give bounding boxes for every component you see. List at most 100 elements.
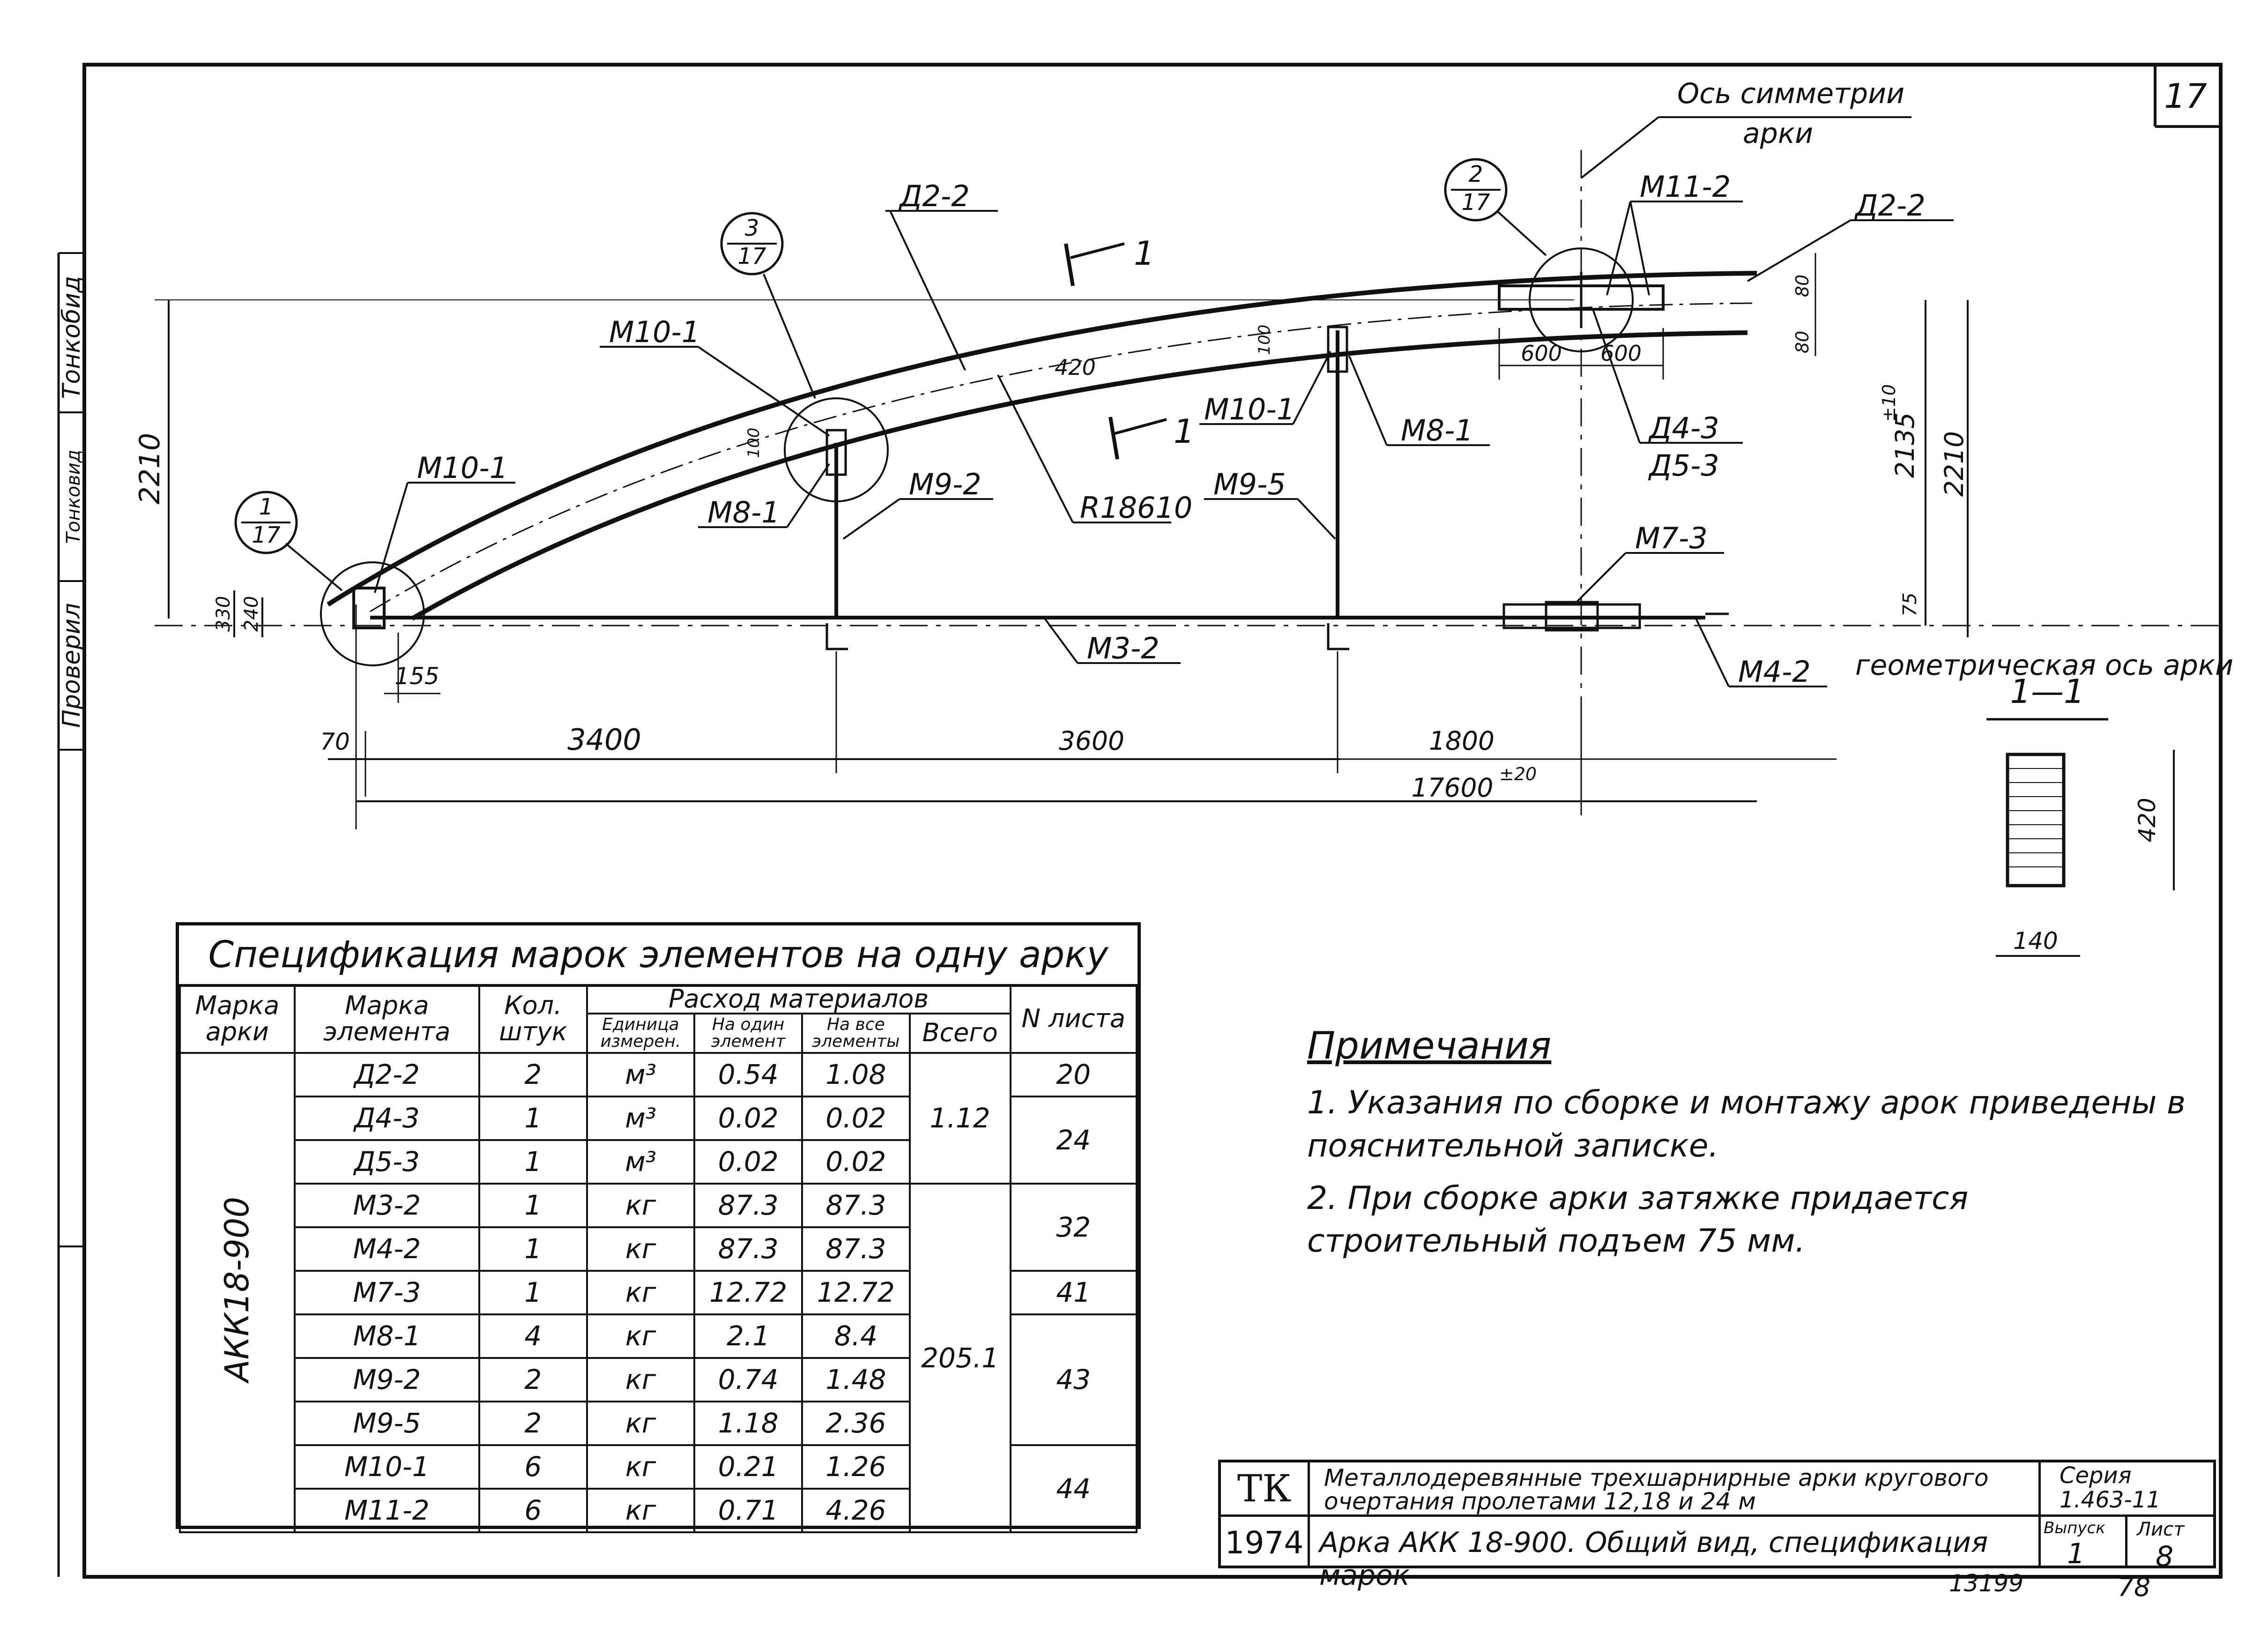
cell-sheet: 41	[1009, 1269, 1138, 1315]
cell-mark: М4-2	[293, 1226, 481, 1272]
dim-80a: 80	[1792, 275, 1813, 297]
year-cell: 1974	[1221, 1517, 1310, 1568]
section-mark-top: 1	[1064, 234, 1155, 286]
label-m10-1-a: М10-1	[609, 315, 700, 349]
cell-all: 1.26	[801, 1444, 911, 1490]
dim-3600: 3600	[1059, 726, 1124, 756]
cell-mark: Д4-3	[293, 1095, 481, 1141]
cell-one: 0.71	[693, 1487, 803, 1533]
cell-mark: М11-2	[293, 1487, 481, 1533]
cell-unit: кг	[586, 1269, 696, 1315]
dim-75: 75	[1899, 593, 1921, 617]
cell-mark: М3-2	[293, 1182, 481, 1228]
cell-unit: м³	[586, 1139, 696, 1185]
dim-17600-tol: ±20	[1499, 764, 1537, 784]
label-m7-3: М7-3	[1635, 521, 1708, 555]
cell-mark: Д2-2	[293, 1052, 481, 1097]
note-1: 1. Указания по сборке и монтажу арок при…	[1307, 1084, 2186, 1164]
detail-circle-1	[320, 561, 425, 666]
side-name1: Тонковид	[63, 450, 84, 544]
section-title: 1—1	[2010, 672, 2084, 711]
notes: Примечания 1. Указания по сборке и монта…	[1307, 1024, 2197, 1272]
label-d5-3: Д5-3	[1648, 448, 1719, 483]
notes-heading: Примечания	[1307, 1024, 1552, 1067]
cell-sheet: 24	[1009, 1095, 1138, 1185]
title-block: ТК 1974 Металлодеревянные трехшарнирные …	[1218, 1460, 2216, 1592]
cell-all: 2.36	[801, 1400, 911, 1446]
cell-qty: 1	[478, 1139, 588, 1185]
cell-unit: кг	[586, 1182, 696, 1228]
cell-all: 4.26	[801, 1487, 911, 1533]
cell-sheet: 20	[1009, 1052, 1138, 1097]
callout-3-17: 3 17	[720, 212, 816, 399]
series-label: Серия	[2060, 1462, 2132, 1489]
svg-text:1: 1	[259, 494, 274, 520]
callout-2-17: 2 17	[1444, 158, 1547, 256]
cell-all: 87.3	[801, 1226, 911, 1272]
cell-one: 1.18	[693, 1400, 803, 1446]
sheet-number: 17	[2164, 76, 2207, 116]
table-row: М9-2 2 кг 0.74 1.48	[180, 1357, 1137, 1402]
issue-cell: Выпуск 1	[2041, 1517, 2127, 1570]
table-row: М7-3 1 кг 12.72 12.72 41	[180, 1269, 1138, 1315]
cell-mark: М9-5	[293, 1400, 481, 1446]
label-m4-2: М4-2	[1738, 655, 1811, 689]
cell-all: 1.48	[801, 1357, 911, 1402]
dim-70: 70	[320, 728, 350, 755]
section-dim-420: 420	[2134, 798, 2161, 842]
label-m10-1-c: М10-1	[1204, 392, 1295, 426]
cell-unit: кг	[586, 1313, 696, 1359]
series-value: 1.463-11	[2041, 1487, 2214, 1517]
callout-1-17: 1 17	[234, 491, 343, 591]
cell-qty: 1	[478, 1269, 588, 1315]
cell-qty: 1	[478, 1182, 588, 1228]
label-m10-1-b: М10-1	[417, 451, 508, 485]
dim-17600: 17600	[1412, 773, 1494, 803]
arch-mark-cell: АКК18-900	[179, 1052, 296, 1533]
label-m8-1-a: М8-1	[707, 495, 780, 530]
label-m3-2: М3-2	[1087, 631, 1160, 665]
cell-qty: 6	[478, 1444, 588, 1490]
svg-text:3: 3	[745, 215, 759, 241]
cell-mark: М8-1	[293, 1313, 481, 1359]
spec-table: Спецификация марок элементов на одну арк…	[176, 922, 1141, 1533]
arch-upper-edge	[327, 271, 1757, 607]
dim-100b: 100	[1255, 325, 1274, 355]
label-m8-1-b: М8-1	[1401, 413, 1473, 448]
cell-all: 0.02	[801, 1095, 911, 1141]
spec-title: Спецификация марок элементов на одну арк…	[179, 925, 1138, 987]
dim-100a: 100	[744, 428, 763, 458]
hdr-per-one: На один элемент	[693, 1012, 803, 1054]
title-line-2: Арка АКК 18-900. Общий вид, спецификация…	[1310, 1517, 2041, 1592]
sheet-value: 8	[2156, 1540, 2174, 1573]
arch-axis	[370, 302, 1753, 612]
dim-2210-right: 2210	[1939, 431, 1969, 497]
cell-qty: 4	[478, 1313, 588, 1359]
hdr-per-all: На все элементы	[801, 1012, 911, 1054]
hdr-qty: Кол. штук	[478, 984, 588, 1054]
symmetry-axis-label2: арки	[1743, 117, 1813, 150]
svg-text:1: 1	[1174, 412, 1195, 451]
cell-qty: 1	[478, 1095, 588, 1141]
left-support	[352, 587, 386, 629]
cell-all: 87.3	[801, 1182, 911, 1228]
label-d4-3: Д4-3	[1648, 411, 1719, 445]
table-row: М9-5 2 кг 1.18 2.36	[180, 1400, 1137, 1446]
dim-2135: 2135	[1890, 412, 1920, 478]
cell-sheet: 44	[1009, 1444, 1138, 1533]
bottom-page: 78	[2118, 1572, 2150, 1602]
cell-unit: кг	[586, 1444, 696, 1490]
label-d2-2-right: Д2-2	[1854, 188, 1926, 223]
cell-total-metal: 205.1	[908, 1182, 1011, 1533]
cell-one: 0.54	[693, 1052, 803, 1097]
arch-lower-edge	[411, 330, 1748, 621]
table-row: М8-1 4 кг 2.1 8.4 43	[180, 1313, 1138, 1446]
cell-qty: 2	[478, 1052, 588, 1097]
cell-all: 1.08	[801, 1052, 911, 1097]
cell-sheet: 32	[1009, 1182, 1138, 1272]
cell-one: 87.3	[693, 1182, 803, 1228]
dim-330: 330	[213, 596, 234, 632]
symmetry-axis-label: Ось симметрии	[1677, 77, 1904, 110]
dim-240: 240	[241, 596, 262, 632]
table-row: М3-2 1 кг 87.3 87.3 205.1 32	[180, 1182, 1138, 1533]
